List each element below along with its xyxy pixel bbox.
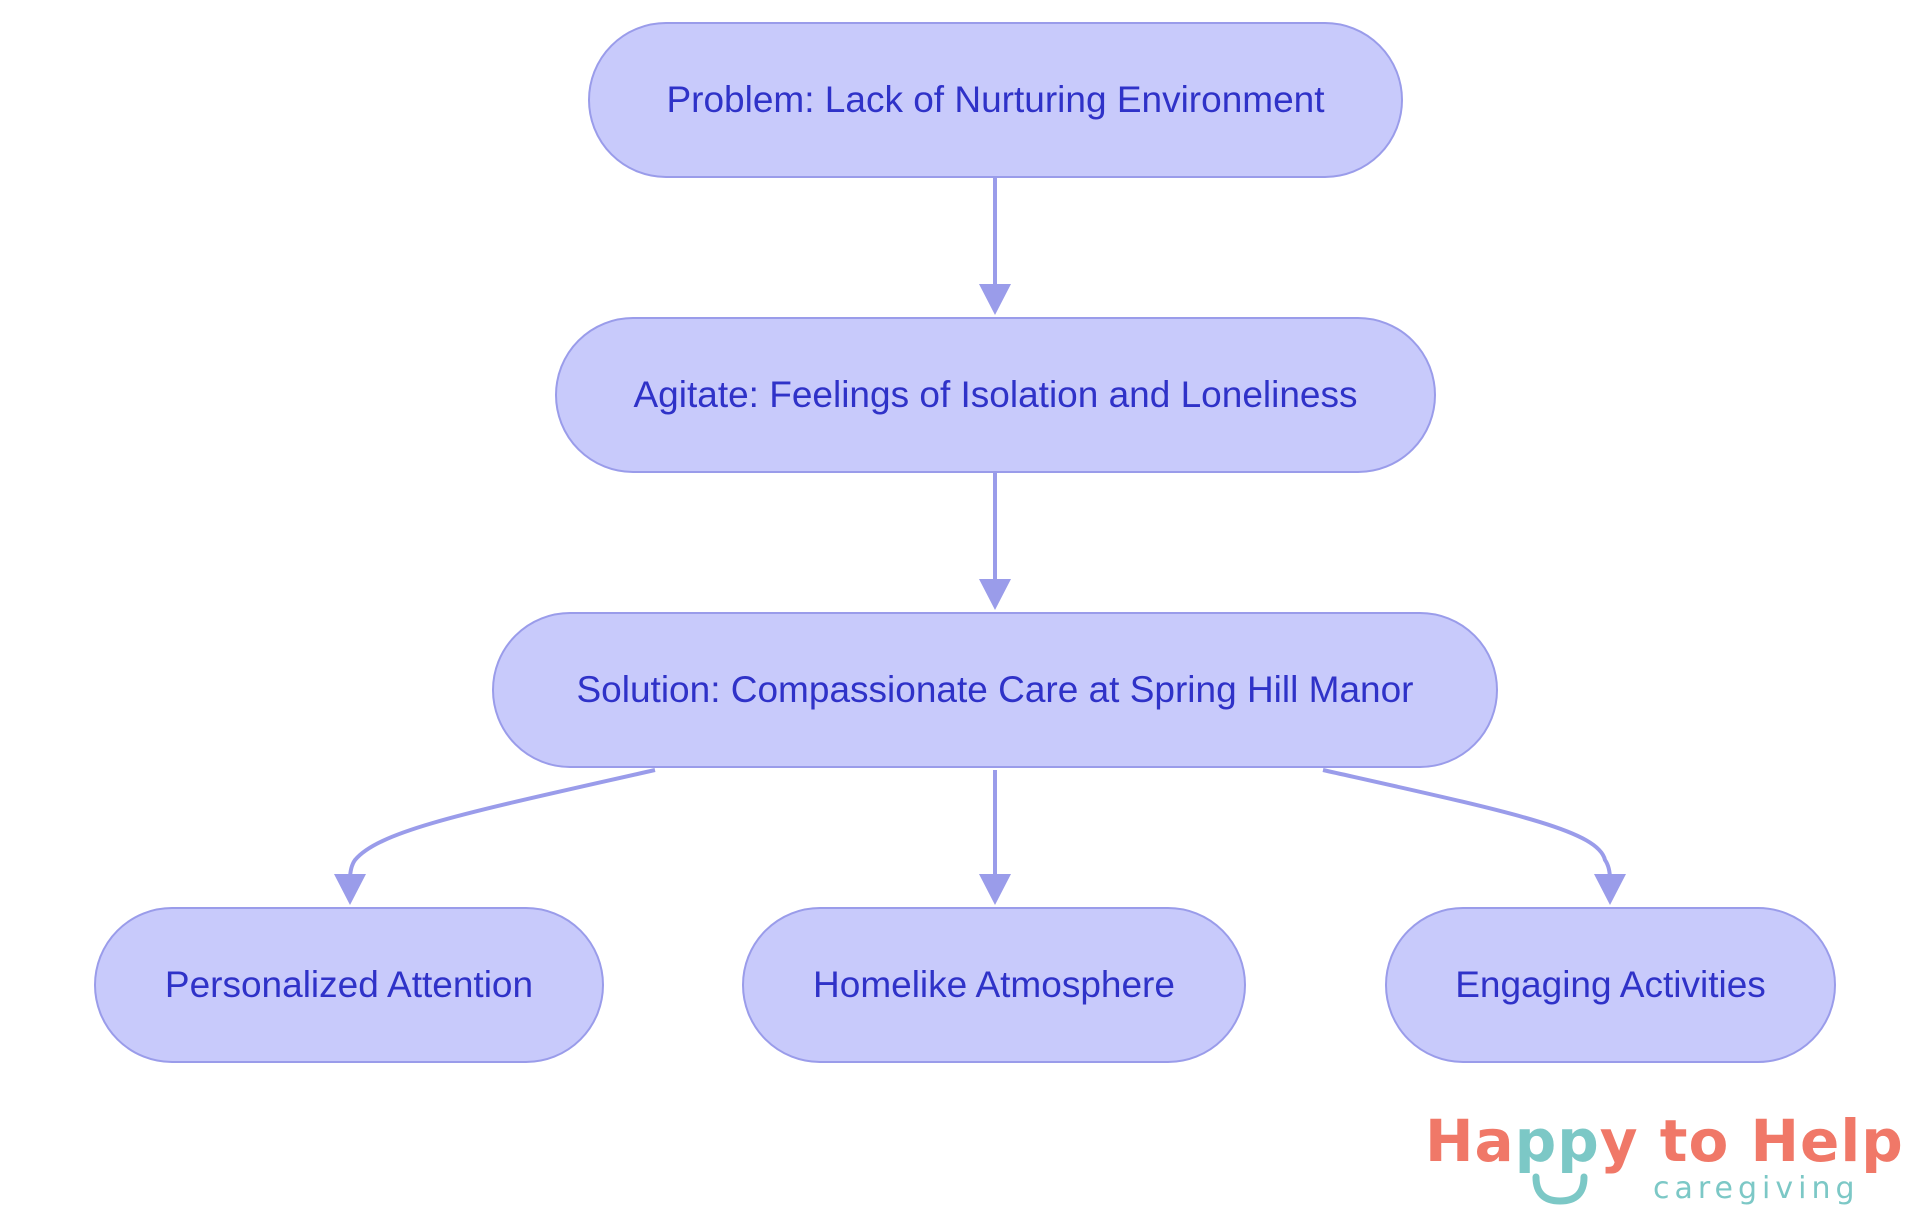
logo-tagline: caregiving xyxy=(1653,1171,1860,1206)
arrowhead-solution xyxy=(979,579,1011,610)
node-homelike-atmosphere: Homelike Atmosphere xyxy=(742,907,1246,1063)
node-engaging-activities: Engaging Activities xyxy=(1385,907,1836,1063)
node-problem-label: Problem: Lack of Nurturing Environment xyxy=(666,79,1325,120)
node-homelike-atmosphere-label: Homelike Atmosphere xyxy=(813,964,1175,1005)
node-engaging-activities-label: Engaging Activities xyxy=(1455,964,1766,1005)
arrowhead-engaging xyxy=(1594,874,1626,905)
node-solution: Solution: Compassionate Care at Spring H… xyxy=(492,612,1498,768)
node-personalized-attention-label: Personalized Attention xyxy=(164,964,534,1005)
logo-wordmark-start: Ha xyxy=(1425,1107,1515,1175)
logo-wordmark-accent: pp xyxy=(1514,1107,1600,1175)
node-solution-label: Solution: Compassionate Care at Spring H… xyxy=(576,669,1414,710)
node-agitate: Agitate: Feelings of Isolation and Lonel… xyxy=(555,317,1436,473)
edge-solution-personalized xyxy=(348,768,656,881)
logo-wordmark: Happy to Help xyxy=(1425,1107,1904,1175)
arrowhead-agitate xyxy=(979,284,1011,315)
arrowhead-personalized xyxy=(334,874,366,905)
logo-wordmark-end: y to Help xyxy=(1599,1107,1904,1175)
edge-solution-engaging xyxy=(1322,768,1612,881)
node-agitate-label: Agitate: Feelings of Isolation and Lonel… xyxy=(633,374,1358,415)
smile-icon xyxy=(1532,1173,1588,1205)
node-personalized-attention: Personalized Attention xyxy=(94,907,604,1063)
node-problem: Problem: Lack of Nurturing Environment xyxy=(588,22,1403,178)
arrowhead-homelike xyxy=(979,874,1011,905)
brand-logo: Happy to Help caregiving xyxy=(1425,1107,1903,1207)
